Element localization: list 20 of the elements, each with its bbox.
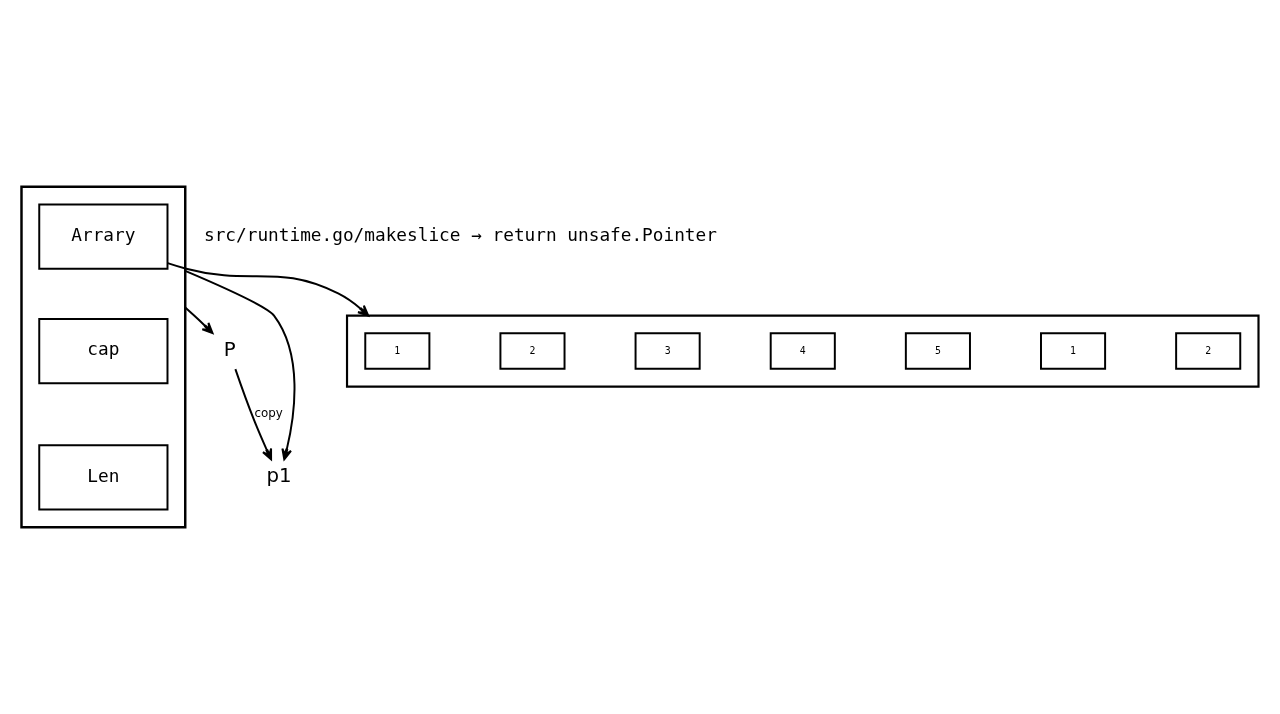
node-box: Len xyxy=(38,444,169,511)
node-box: cap xyxy=(38,318,169,385)
node-text: p1 xyxy=(266,464,292,488)
label: src/runtime.go/makeslice → return unsafe.Pointer xyxy=(203,224,717,245)
arrow xyxy=(184,306,214,334)
node-box: 2 xyxy=(499,332,566,370)
node-box: 1 xyxy=(364,332,431,370)
node-box: 2 xyxy=(1175,332,1242,370)
node-box: 4 xyxy=(769,332,836,370)
node-box: 5 xyxy=(904,332,971,370)
arrow xyxy=(234,368,273,461)
arrow xyxy=(166,262,370,317)
node-box: 3 xyxy=(634,332,701,370)
cluster xyxy=(20,185,187,529)
edge-label: copy xyxy=(254,406,283,421)
node-box: Arrary xyxy=(38,203,169,270)
cluster xyxy=(345,314,1260,388)
arrow xyxy=(184,269,296,461)
node-box: 1 xyxy=(1040,332,1107,370)
node-text: P xyxy=(223,338,236,362)
